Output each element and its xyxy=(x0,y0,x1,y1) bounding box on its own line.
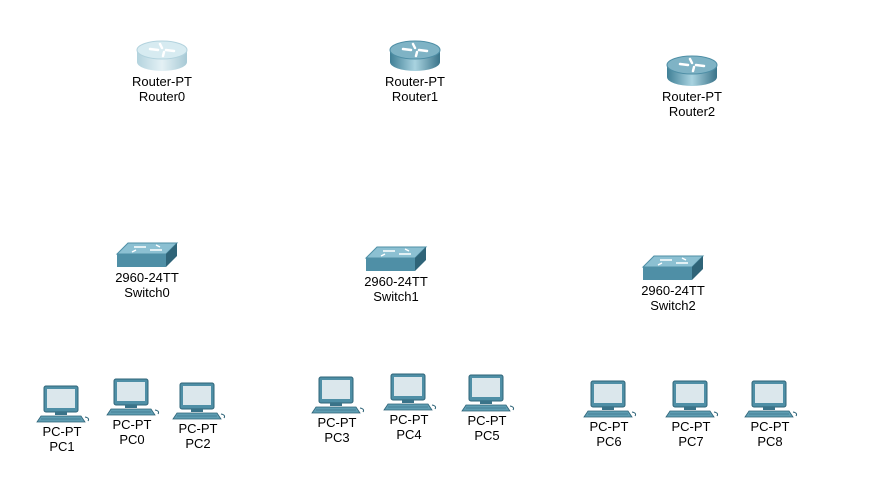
switch-name-label: Switch1 xyxy=(373,289,419,304)
pc1-device[interactable]: PC-PT PC1 xyxy=(27,384,97,454)
switch-name-label: Switch2 xyxy=(650,298,696,313)
pc-model-label: PC-PT xyxy=(317,415,357,430)
pc-icon xyxy=(172,382,226,420)
pc-model-label: PC-PT xyxy=(178,421,218,436)
pc-name-label: PC8 xyxy=(757,434,783,449)
pc-model-label: PC-PT xyxy=(467,413,507,428)
pc-model-label: PC-PT xyxy=(389,412,429,427)
pc8-device[interactable]: PC-PT PC8 xyxy=(735,379,805,449)
switch-model-label: 2960-24TT xyxy=(641,283,705,298)
pc0-device[interactable]: PC-PT PC0 xyxy=(97,377,167,447)
router-model-label: Router-PT xyxy=(385,74,445,89)
switch2-device[interactable]: 2960-24TT Switch2 xyxy=(618,253,728,313)
switch1-device[interactable]: 2960-24TT Switch1 xyxy=(341,244,451,304)
pc-icon xyxy=(583,380,637,418)
pc-name-label: PC5 xyxy=(474,428,500,443)
pc-name-label: PC0 xyxy=(119,432,145,447)
router-model-label: Router-PT xyxy=(132,74,192,89)
router1-device[interactable]: Router-PT Router1 xyxy=(360,38,470,104)
pc-name-label: PC1 xyxy=(49,439,75,454)
pc-name-label: PC3 xyxy=(324,430,350,445)
pc-icon xyxy=(383,373,437,411)
switch-icon xyxy=(641,255,705,280)
switch-model-label: 2960-24TT xyxy=(364,274,428,289)
pc3-device[interactable]: PC-PT PC3 xyxy=(302,375,372,445)
pc-name-label: PC2 xyxy=(185,436,211,451)
router-model-label: Router-PT xyxy=(662,89,722,104)
pc-icon xyxy=(311,376,365,414)
pc-icon xyxy=(744,380,798,418)
pc-model-label: PC-PT xyxy=(589,419,629,434)
pc-name-label: PC4 xyxy=(396,427,422,442)
router-name-label: Router1 xyxy=(391,89,439,104)
pc5-device[interactable]: PC-PT PC5 xyxy=(452,373,522,443)
switch-icon xyxy=(364,246,428,271)
pc6-device[interactable]: PC-PT PC6 xyxy=(574,379,644,449)
router-name-label: Router0 xyxy=(138,89,186,104)
switch-icon xyxy=(115,242,179,267)
pc2-device[interactable]: PC-PT PC2 xyxy=(163,381,233,451)
pc-model-label: PC-PT xyxy=(112,417,152,432)
pc-name-label: PC6 xyxy=(596,434,622,449)
router-icon xyxy=(136,40,188,71)
pc-icon xyxy=(461,374,515,412)
pc-model-label: PC-PT xyxy=(750,419,790,434)
router-name-label: Router2 xyxy=(668,104,716,119)
switch-name-label: Switch0 xyxy=(124,285,170,300)
switch0-device[interactable]: 2960-24TT Switch0 xyxy=(92,240,202,300)
router-icon xyxy=(389,40,441,71)
router2-device[interactable]: Router-PT Router2 xyxy=(637,53,747,119)
pc-icon xyxy=(665,380,719,418)
router0-device[interactable]: Router-PT Router0 xyxy=(107,38,217,104)
pc-icon xyxy=(36,385,90,423)
pc-icon xyxy=(106,378,160,416)
pc-model-label: PC-PT xyxy=(671,419,711,434)
pc-model-label: PC-PT xyxy=(42,424,82,439)
pc4-device[interactable]: PC-PT PC4 xyxy=(374,372,444,442)
pc-name-label: PC7 xyxy=(678,434,704,449)
router-icon xyxy=(666,55,718,86)
pc7-device[interactable]: PC-PT PC7 xyxy=(656,379,726,449)
switch-model-label: 2960-24TT xyxy=(115,270,179,285)
